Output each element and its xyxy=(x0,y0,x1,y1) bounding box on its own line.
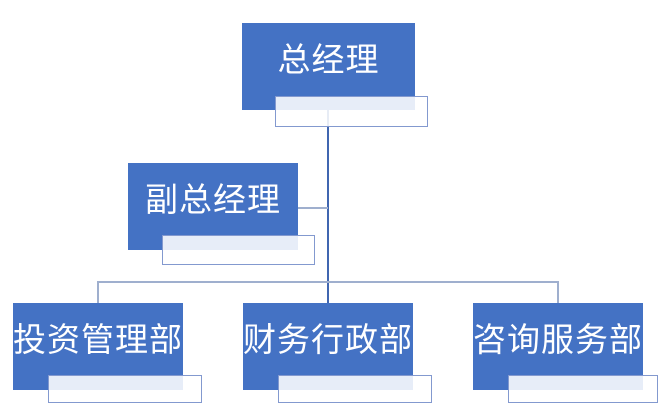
org-node-label: 总经理 xyxy=(277,40,380,79)
connector-drop-left xyxy=(96,280,99,304)
title-placeholder-finance-admin-dept[interactable] xyxy=(278,375,432,403)
org-node-label: 咨询服务部 xyxy=(473,320,643,359)
title-placeholder-investment-dept[interactable] xyxy=(48,375,202,403)
org-node-label: 投资管理部 xyxy=(13,320,183,359)
connector-branch xyxy=(96,280,559,283)
title-placeholder-general-manager[interactable] xyxy=(275,96,428,127)
connector-drop-right xyxy=(556,280,559,304)
org-node-general-manager[interactable]: 总经理 xyxy=(242,23,415,110)
title-placeholder-deputy-general-manager[interactable] xyxy=(162,235,315,265)
org-node-investment-dept[interactable]: 投资管理部 xyxy=(13,303,183,390)
org-node-label: 财务行政部 xyxy=(243,320,413,359)
title-placeholder-consulting-dept[interactable] xyxy=(508,375,658,403)
connector-assistant xyxy=(298,206,328,209)
org-node-label: 副总经理 xyxy=(145,180,281,219)
